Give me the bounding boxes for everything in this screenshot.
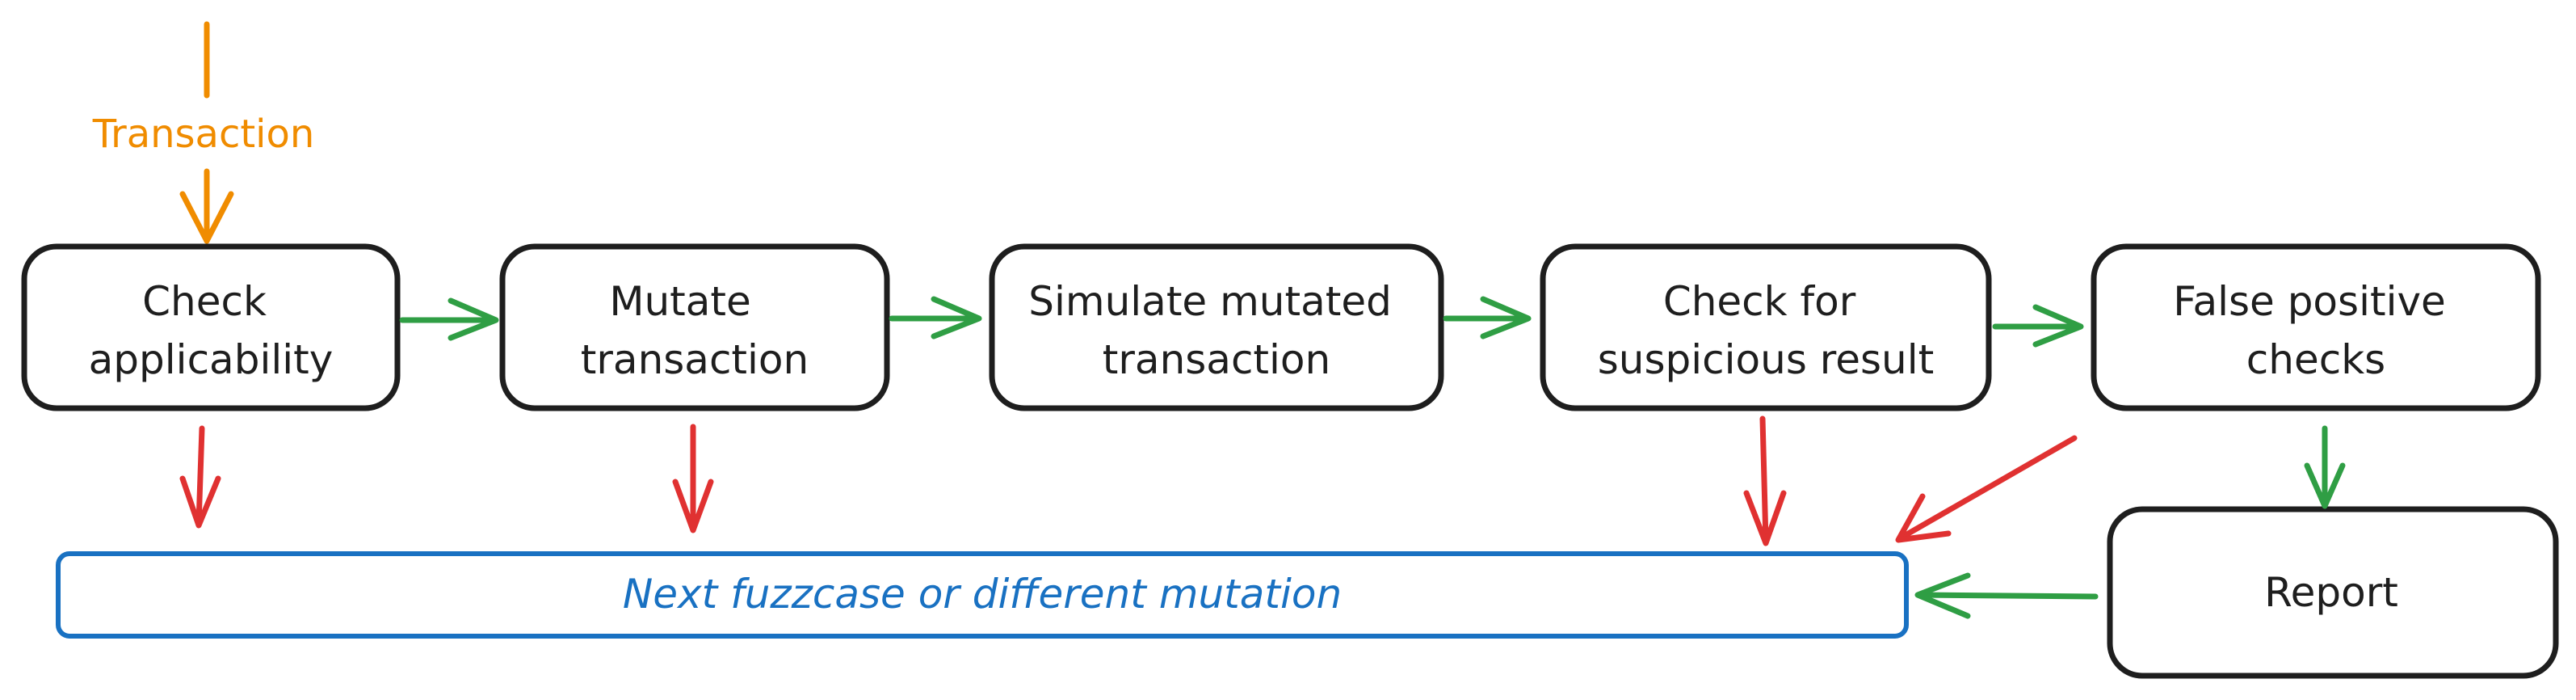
step-label-line: Mutate (609, 278, 750, 325)
success-arrow-applicability-to-mutate (399, 297, 499, 341)
next-fuzzcase-box: Next fuzzcase or different mutation (56, 551, 1909, 639)
step-box-mutate-transaction: Mutate transaction (499, 243, 890, 411)
step-label-line: Simulate mutated (1028, 278, 1392, 325)
step-label-line: checks (2246, 336, 2385, 383)
fail-arrow-check-to-next (1743, 415, 1787, 546)
input-label: Transaction (92, 112, 315, 157)
step-box-check-applicability: Check applicability (21, 243, 401, 411)
fail-arrow-applicability-to-next (179, 425, 221, 529)
fail-arrows (179, 415, 2078, 546)
step-box-simulate-mutated-transaction: Simulate mutated transaction (989, 243, 1444, 411)
success-arrow-false-positive-to-report (2304, 425, 2346, 509)
step-box-false-positive-checks: False positive checks (2091, 243, 2541, 411)
success-arrow-report-to-next (1914, 572, 2099, 619)
success-arrow-check-to-false-positive (1992, 304, 2084, 348)
report-label: Report (2264, 569, 2398, 616)
fail-arrow-false-positive-to-next (1895, 435, 2078, 543)
step-label-line: applicability (89, 336, 334, 383)
input-arrow (179, 21, 234, 244)
step-label-line: False positive (2173, 278, 2446, 325)
fail-arrow-mutate-to-next (672, 424, 714, 533)
next-fuzzcase-label: Next fuzzcase or different mutation (623, 571, 1342, 618)
success-arrow-mutate-to-simulate (889, 296, 982, 339)
step-label-line: Check (142, 278, 267, 325)
svg-text:Mutate transaction: Mutate transaction (581, 278, 809, 383)
step-label-line: Check for (1663, 278, 1856, 325)
svg-text:Check applicability: Check applicability (89, 278, 334, 383)
step-label-line: suspicious result (1598, 336, 1934, 383)
svg-text:Simulate mutated transac: Simulate mutated transaction (1028, 278, 1404, 383)
step-box-check-for-suspicious-result: Check for suspicious result (1540, 243, 1992, 411)
svg-text:False positive checks: False positive checks (2173, 278, 2458, 383)
step-label-line: transaction (581, 336, 809, 383)
svg-text:Check for suspicious res: Check for suspicious result (1598, 278, 1934, 383)
step-label-line: transaction (1103, 336, 1330, 383)
report-box: Report (2107, 506, 2559, 679)
success-arrow-simulate-to-check (1443, 296, 1532, 339)
success-arrows (399, 296, 2346, 619)
